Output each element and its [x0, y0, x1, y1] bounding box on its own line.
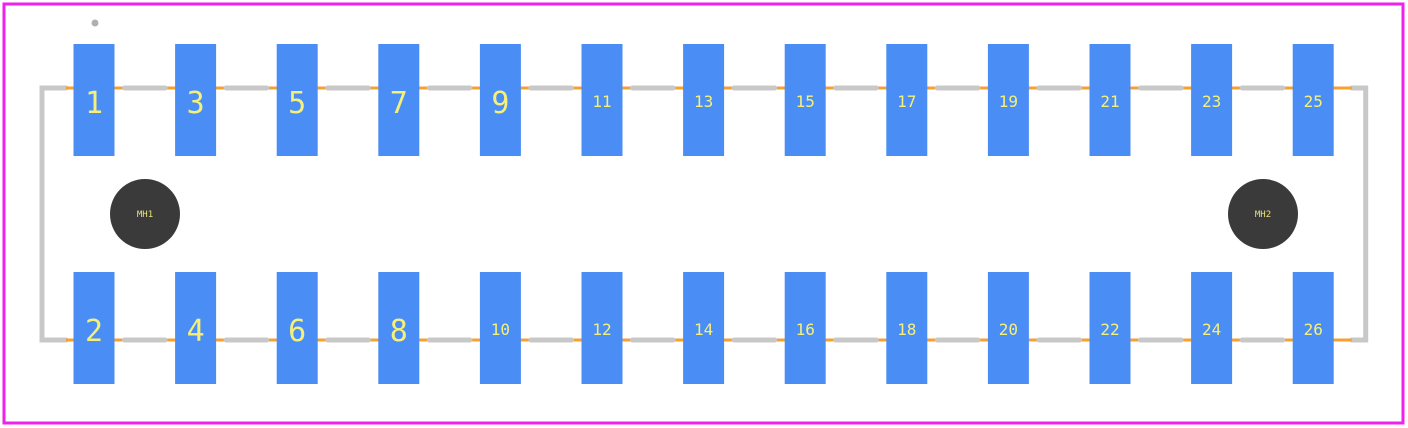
origin-marker [91, 19, 99, 27]
pad-8[interactable]: 8 [378, 272, 420, 384]
pad-23[interactable]: 23 [1191, 44, 1233, 156]
pad-label: 20 [999, 320, 1018, 339]
pad-body [479, 44, 521, 156]
mounting-hole-drill [110, 179, 180, 249]
pad-label: 21 [1100, 92, 1119, 111]
pad-body [1292, 272, 1334, 384]
pad-24[interactable]: 24 [1191, 272, 1233, 384]
pad-body [987, 272, 1029, 384]
pad-body [581, 272, 623, 384]
mounting-hole-mh1[interactable]: MH1 [110, 179, 180, 249]
pad-19[interactable]: 19 [987, 44, 1029, 156]
pad-body [276, 272, 318, 384]
pad-label: 2 [85, 314, 103, 349]
pad-label: 8 [390, 314, 408, 349]
pad-25[interactable]: 25 [1292, 44, 1334, 156]
pad-label: 23 [1202, 92, 1221, 111]
pad-6[interactable]: 6 [276, 272, 318, 384]
pad-label: 10 [491, 320, 510, 339]
pad-body [886, 44, 928, 156]
pad-4[interactable]: 4 [175, 272, 217, 384]
pad-body [1191, 272, 1233, 384]
pad-label: 13 [694, 92, 713, 111]
pad-label: 16 [796, 320, 815, 339]
pad-label: 4 [187, 314, 205, 349]
pad-label: 11 [592, 92, 611, 111]
silkscreen-left-edge [39, 85, 69, 343]
pad-5[interactable]: 5 [276, 44, 318, 156]
pad-label: 22 [1100, 320, 1119, 339]
pad-16[interactable]: 16 [784, 272, 826, 384]
pad-body [378, 272, 420, 384]
pad-label: 17 [897, 92, 916, 111]
pad-body [683, 272, 725, 384]
pad-12[interactable]: 12 [581, 272, 623, 384]
pad-label: 14 [694, 320, 713, 339]
pad-label: 18 [897, 320, 916, 339]
pad-label: 12 [592, 320, 611, 339]
pad-body [886, 272, 928, 384]
pad-label: 1 [85, 86, 103, 121]
pad-18[interactable]: 18 [886, 272, 928, 384]
pad-body [479, 272, 521, 384]
pad-body [784, 44, 826, 156]
pad-body [175, 272, 217, 384]
pad-label: 15 [796, 92, 815, 111]
pad-26[interactable]: 26 [1292, 272, 1334, 384]
pad-body [1191, 44, 1233, 156]
pad-body [73, 272, 115, 384]
pad-body [987, 44, 1029, 156]
pad-body [1292, 44, 1334, 156]
pad-22[interactable]: 22 [1089, 272, 1131, 384]
pad-label: 25 [1304, 92, 1323, 111]
pad-7[interactable]: 7 [378, 44, 420, 156]
pad-14[interactable]: 14 [683, 272, 725, 384]
pad-body [276, 44, 318, 156]
pad-9[interactable]: 9 [479, 44, 521, 156]
pad-body [175, 44, 217, 156]
pad-body [683, 44, 725, 156]
pad-body [784, 272, 826, 384]
pad-body [1089, 44, 1131, 156]
pad-15[interactable]: 15 [784, 44, 826, 156]
pad-label: 7 [390, 86, 408, 121]
pad-11[interactable]: 11 [581, 44, 623, 156]
pad-21[interactable]: 21 [1089, 44, 1131, 156]
pad-10[interactable]: 10 [479, 272, 521, 384]
mounting-hole-mh2[interactable]: MH2 [1228, 179, 1298, 249]
pad-1[interactable]: 1 [73, 44, 115, 156]
pad-20[interactable]: 20 [987, 272, 1029, 384]
pad-label: 6 [288, 314, 306, 349]
pad-label: 3 [187, 86, 205, 121]
pad-label: 24 [1202, 320, 1221, 339]
pad-body [73, 44, 115, 156]
mounting-hole-label: MH2 [1255, 210, 1271, 220]
silkscreen-right-edge [1349, 85, 1369, 343]
pad-2[interactable]: 2 [73, 272, 115, 384]
pad-body [581, 44, 623, 156]
pad-label: 26 [1304, 320, 1323, 339]
pad-body [378, 44, 420, 156]
mounting-hole-drill [1228, 179, 1298, 249]
pad-body [1089, 272, 1131, 384]
pad-label: 5 [288, 86, 306, 121]
pad-13[interactable]: 13 [683, 44, 725, 156]
pad-3[interactable]: 3 [175, 44, 217, 156]
mounting-hole-layer: MH1 MH2 [110, 179, 1298, 249]
pad-label: 9 [491, 86, 509, 121]
pad-label: 19 [999, 92, 1018, 111]
mounting-hole-label: MH1 [137, 210, 153, 220]
pad-17[interactable]: 17 [886, 44, 928, 156]
